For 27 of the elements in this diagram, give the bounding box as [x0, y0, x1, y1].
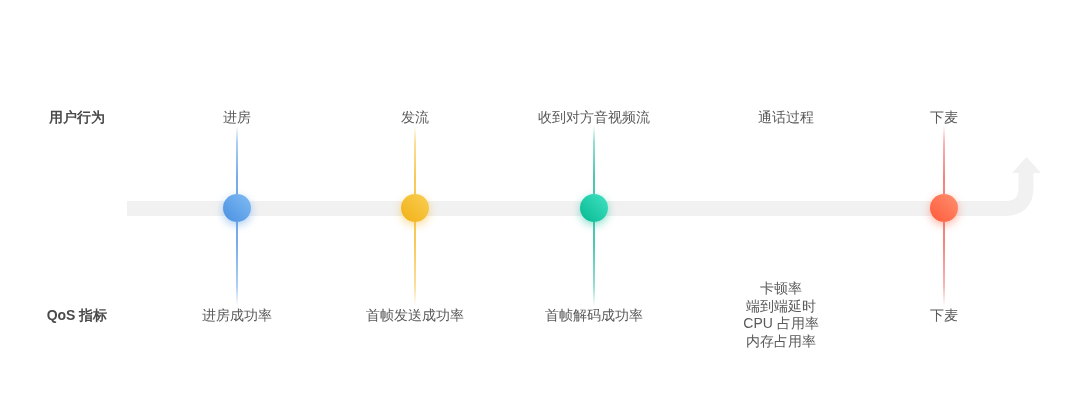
stage-label: 通话过程 — [758, 108, 814, 126]
leader-line — [593, 124, 595, 195]
leader-line — [943, 124, 945, 195]
metric-label: CPU 占用率 — [743, 314, 819, 332]
row-heading: 用户行为 — [49, 108, 105, 126]
leader-line — [593, 221, 595, 308]
timeline-dot — [580, 194, 608, 222]
event-label: 发流 — [401, 108, 429, 126]
event-label: 下麦 — [930, 108, 958, 126]
event-label: 下麦 — [930, 306, 958, 324]
leader-line — [236, 221, 238, 308]
event-label: 首帧发送成功率 — [366, 306, 464, 324]
leader-line — [943, 221, 945, 308]
event-label: 首帧解码成功率 — [545, 306, 643, 324]
timeline-dot — [401, 194, 429, 222]
metric-label: 端到端延时 — [746, 297, 816, 315]
metric-label: 卡顿率 — [760, 279, 802, 297]
event-label: 收到对方音视频流 — [538, 108, 650, 126]
event-label: 进房成功率 — [202, 306, 272, 324]
leader-line — [236, 124, 238, 195]
leader-line — [414, 124, 416, 195]
leader-line — [414, 221, 416, 308]
timeline-dot — [930, 194, 958, 222]
row-heading: QoS 指标 — [46, 306, 108, 324]
event-label: 进房 — [223, 108, 251, 126]
metric-label: 内存占用率 — [746, 332, 816, 350]
timeline-dot — [223, 194, 251, 222]
